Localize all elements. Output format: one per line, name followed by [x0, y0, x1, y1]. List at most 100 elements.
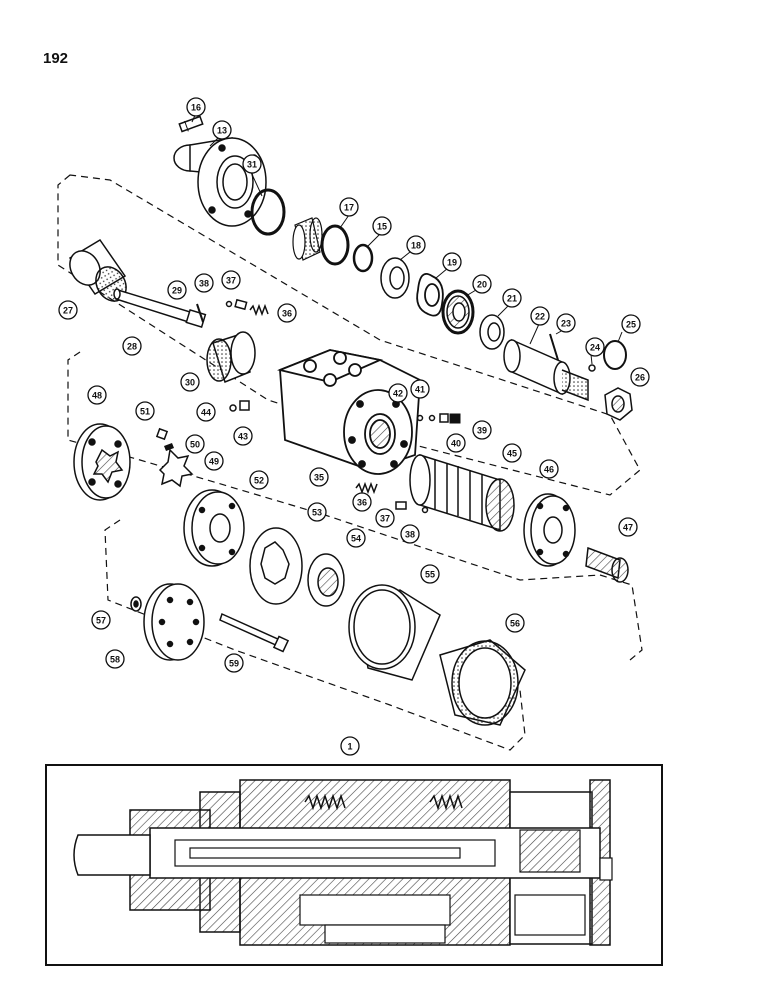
- callout-label: 18: [411, 241, 421, 251]
- callout-44: [196, 402, 216, 422]
- part-15-ring: [352, 243, 374, 273]
- part-23-pin: [549, 333, 559, 361]
- callout-57: [91, 610, 111, 630]
- callout-label: 41: [415, 385, 425, 395]
- part-48-plate: [73, 423, 131, 501]
- part-36-spring-lower: [355, 481, 378, 495]
- callout-25: [621, 314, 641, 334]
- callout-13: [212, 120, 232, 140]
- part-58-end-plate: [143, 583, 205, 661]
- callout-label: 13: [217, 126, 227, 136]
- part-25-retaining-ring: [603, 340, 627, 370]
- part-30-sleeve: [206, 331, 256, 383]
- callout-label: 21: [507, 294, 517, 304]
- callout-24: [585, 337, 605, 357]
- part-46-plate: [523, 493, 576, 567]
- callout-19: [442, 252, 462, 272]
- callout-36a: [277, 303, 297, 323]
- callout-51: [135, 401, 155, 421]
- part-43-plug: [239, 400, 250, 411]
- callout-37a: [221, 270, 241, 290]
- callout-58: [105, 649, 125, 669]
- callout-label: 35: [314, 473, 324, 483]
- callout-40: [446, 433, 466, 453]
- part-38-ball-upper: [225, 300, 233, 308]
- callout-label: 26: [635, 373, 645, 383]
- callout-markers: [58, 97, 650, 756]
- part-22-sleeve: [503, 338, 589, 402]
- filter-screen-part: [292, 217, 323, 261]
- part-38-ball-lower: [421, 506, 429, 514]
- callout-45: [502, 443, 522, 463]
- part-28-shaft: [113, 288, 207, 328]
- callout-label: 59: [229, 659, 239, 669]
- callout-18: [406, 235, 426, 255]
- part-40-seat: [439, 413, 449, 423]
- callout-label: 38: [199, 279, 209, 289]
- callout-label: 42: [393, 389, 403, 399]
- callout-label: 17: [344, 203, 354, 213]
- callout-31: [242, 154, 262, 174]
- assembly-cutaway-view: [45, 764, 663, 966]
- callout-label: 38: [405, 530, 415, 540]
- part-18-washer: [380, 257, 410, 299]
- part-54-star: [307, 553, 345, 607]
- callout-label: 48: [92, 391, 102, 401]
- part-55-sleeve: [348, 584, 441, 681]
- callout-21: [502, 288, 522, 308]
- callout-20: [472, 274, 492, 294]
- callout-label: 25: [626, 320, 636, 330]
- callout-49: [204, 451, 224, 471]
- callout-label: 57: [96, 616, 106, 626]
- callout-46: [539, 459, 559, 479]
- callout-label: 49: [209, 457, 219, 467]
- callout-label: 56: [510, 619, 520, 629]
- part-16-bolt: [178, 115, 204, 133]
- part-26-coupling: [604, 387, 633, 421]
- callout-labels: 1 13 15 16 17 18 19 20 21 22 23 24 25 26…: [63, 103, 645, 752]
- callout-label: 37: [380, 514, 390, 524]
- part-59-bolt: [219, 612, 290, 653]
- callout-label: 51: [140, 407, 150, 417]
- part-17-ring: [320, 224, 350, 266]
- callout-56: [505, 613, 525, 633]
- callout-38b: [400, 524, 420, 544]
- callout-39: [472, 420, 492, 440]
- part-57-washer: [130, 596, 142, 612]
- part-47-drive: [585, 546, 629, 583]
- callout-label: 53: [312, 508, 322, 518]
- callout-label: 43: [238, 432, 248, 442]
- callout-54: [346, 528, 366, 548]
- callout-29: [167, 280, 187, 300]
- callout-1: [340, 736, 360, 756]
- callout-22: [530, 306, 550, 326]
- callout-label: 27: [63, 306, 73, 316]
- part-20-thrust-bearing: [441, 289, 475, 335]
- part-56-sleeve: [439, 639, 526, 726]
- callout-41: [410, 379, 430, 399]
- callout-23: [556, 313, 576, 333]
- callout-label: 15: [377, 222, 387, 232]
- callout-label: 45: [507, 449, 517, 459]
- callout-43: [233, 426, 253, 446]
- callout-label: 50: [190, 440, 200, 450]
- part-50-pin: [164, 443, 174, 451]
- part-36-spring-upper: [249, 303, 269, 317]
- part-35-housing: [277, 349, 421, 475]
- callout-label: 28: [127, 342, 137, 352]
- callout-label: 31: [247, 160, 257, 170]
- part-51-key: [155, 427, 169, 441]
- callout-15: [372, 216, 392, 236]
- part-45-spool: [409, 453, 515, 532]
- callout-label: 52: [254, 476, 264, 486]
- callout-label: 20: [477, 280, 487, 290]
- callout-42: [388, 383, 408, 403]
- part-39-plug: [449, 413, 461, 424]
- callout-label: 39: [477, 426, 487, 436]
- part-52-plate: [183, 489, 245, 567]
- callout-label: 16: [191, 103, 201, 113]
- callout-label: 30: [185, 378, 195, 388]
- callout-label: 44: [201, 408, 211, 418]
- callout-59: [224, 653, 244, 673]
- part-21-bearing-race: [479, 314, 505, 350]
